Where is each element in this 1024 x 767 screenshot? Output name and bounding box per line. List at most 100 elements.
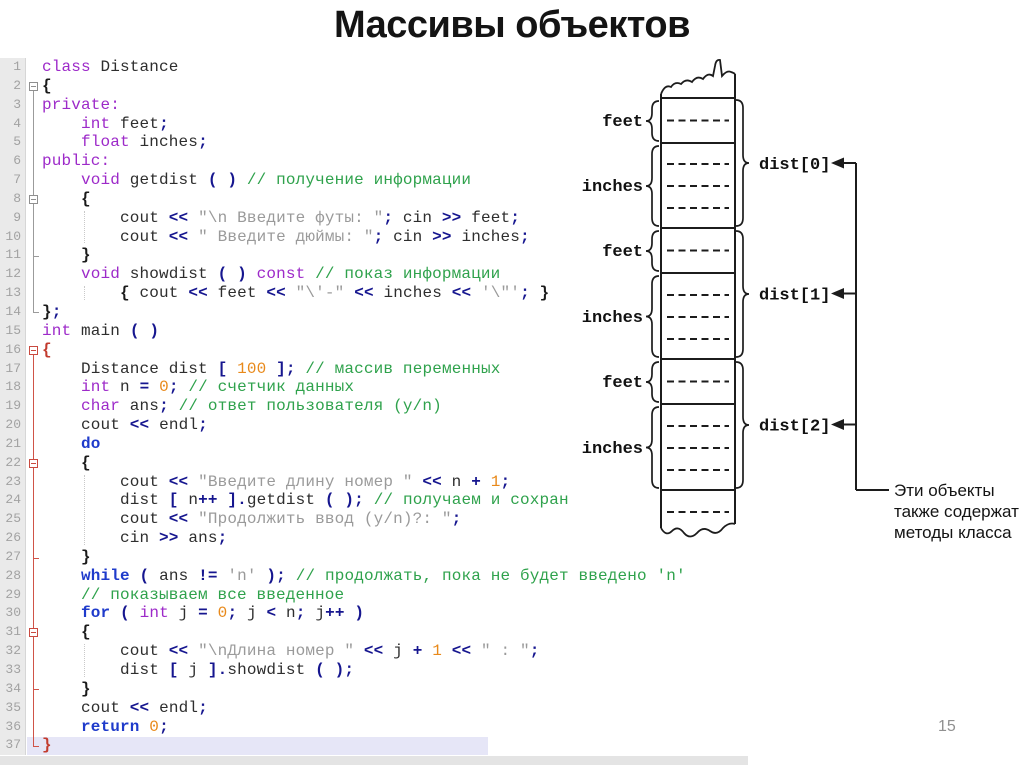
line-number: 6 <box>0 152 26 172</box>
line-number: 31 <box>0 623 26 643</box>
fold-margin-cell <box>26 586 42 605</box>
line-number: 16 <box>0 340 26 360</box>
code-line: 33 dist [ j ].showdist ( ); <box>0 661 740 680</box>
fold-margin-cell <box>26 529 42 548</box>
cell-boundaries <box>661 97 735 491</box>
annotation-line-1: Эти объекты <box>894 481 995 500</box>
code-text: cout << "\nДлина номер " << j + 1 << " :… <box>120 642 540 661</box>
code-line: 11 } <box>0 246 740 266</box>
line-number: 32 <box>0 642 26 661</box>
line-number: 12 <box>0 265 26 285</box>
fold-margin-cell <box>26 661 42 680</box>
line-number: 18 <box>0 378 26 398</box>
line-number: 21 <box>0 434 26 454</box>
fold-margin-cell <box>26 303 42 322</box>
code-line: 24 dist [ n++ ].getdist ( ); // получаем… <box>0 491 740 511</box>
code-text: float inches; <box>81 133 208 152</box>
line-number: 17 <box>0 359 26 379</box>
fold-margin-cell <box>26 491 42 510</box>
code-text: cout << endl; <box>81 698 208 717</box>
code-line: 12 void showdist ( ) const // показ инфо… <box>0 265 740 285</box>
editor-bottom-scrollbar[interactable] <box>0 756 748 765</box>
line-number: 7 <box>0 171 26 190</box>
fold-margin-cell <box>26 510 42 529</box>
line-number: 37 <box>0 736 26 756</box>
line-number: 13 <box>0 284 26 303</box>
code-text: Distance dist [ 100 ]; // массив перемен… <box>81 359 501 378</box>
code-text: } <box>81 246 91 265</box>
code-text: char ans; // ответ пользователя (y/n) <box>81 397 442 416</box>
code-line: 18 int n = 0; // счетчик данных <box>0 378 740 398</box>
code-text: cout << "Продолжить ввод (y/n)?: "; <box>120 510 462 529</box>
line-number: 4 <box>0 114 26 134</box>
fold-margin-cell <box>26 548 42 567</box>
code-line: 17 Distance dist [ 100 ]; // массив пере… <box>0 359 740 379</box>
code-text: public: <box>42 152 111 171</box>
torn-bottom-edge <box>660 522 736 538</box>
code-text: } <box>42 736 52 755</box>
code-text: return 0; <box>81 717 169 736</box>
torn-top-edge <box>660 58 736 95</box>
line-number: 28 <box>0 566 26 586</box>
fold-margin-cell <box>26 322 42 341</box>
code-line: 5 float inches; <box>0 133 740 153</box>
line-number: 24 <box>0 491 26 511</box>
fold-margin-cell <box>26 699 42 718</box>
code-text: } <box>81 679 91 698</box>
braces <box>645 99 750 489</box>
code-line: 13 { cout << feet << "\'-" << inches << … <box>0 284 740 303</box>
line-number: 25 <box>0 510 26 530</box>
line-number: 33 <box>0 661 26 680</box>
code-line: 25 cout << "Продолжить ввод (y/n)?: "; <box>0 510 740 530</box>
code-line: 29 // показываем все введенное <box>0 585 740 605</box>
fold-margin-cell <box>26 341 42 360</box>
fold-margin-cell <box>26 718 42 737</box>
code-line: 20 cout << endl; <box>0 416 740 435</box>
line-number: 5 <box>0 133 26 153</box>
fold-margin-cell <box>26 152 42 171</box>
code-line: 28 while ( ans != 'n' ); // продолжать, … <box>0 566 740 586</box>
fold-margin-cell <box>26 435 42 454</box>
field-label-inches-2: inches <box>582 440 643 459</box>
code-line: 27 } <box>0 547 740 567</box>
fold-margin-cell <box>26 567 42 586</box>
code-text: { <box>81 453 91 472</box>
line-number: 36 <box>0 717 26 737</box>
code-line: 14}; <box>0 302 740 322</box>
code-text: cout << "\n Введите футы: "; cin >> feet… <box>120 208 520 227</box>
code-line: 31 { <box>0 623 740 643</box>
line-number: 8 <box>0 189 26 209</box>
code-text: class Distance <box>42 58 179 76</box>
annotation-line-2: также содержат <box>894 502 1019 521</box>
code-text: int main ( ) <box>42 321 160 340</box>
annotation-connector <box>831 157 889 491</box>
line-number: 27 <box>0 547 26 567</box>
code-line: 7 void getdist ( ) // получение информац… <box>0 171 740 190</box>
code-text: void showdist ( ) const // показ информа… <box>81 265 501 284</box>
code-text: for ( int j = 0; j < n; j++ ) <box>81 604 365 623</box>
line-number: 11 <box>0 246 26 266</box>
line-number: 29 <box>0 585 26 605</box>
object-label-dist2: dist[2] <box>759 418 830 437</box>
object-label-dist1: dist[1] <box>759 287 830 306</box>
line-number: 14 <box>0 302 26 322</box>
fold-margin-cell <box>26 58 42 77</box>
fold-margin-cell <box>26 360 42 379</box>
code-line: 19 char ans; // ответ пользователя (y/n) <box>0 397 740 417</box>
code-text: } <box>81 547 91 566</box>
line-number: 2 <box>0 76 26 96</box>
fold-margin-cell <box>26 680 42 699</box>
fold-margin-cell <box>26 133 42 152</box>
code-text: cout << " Введите дюймы: "; cin >> inche… <box>120 227 530 246</box>
code-text: // показываем все введенное <box>81 585 345 604</box>
code-text: }; <box>42 302 62 321</box>
fold-margin-cell <box>26 416 42 435</box>
member-slots <box>667 119 729 513</box>
fold-margin-cell <box>26 265 42 284</box>
fold-margin-cell <box>26 473 42 492</box>
code-text: { <box>81 623 91 642</box>
